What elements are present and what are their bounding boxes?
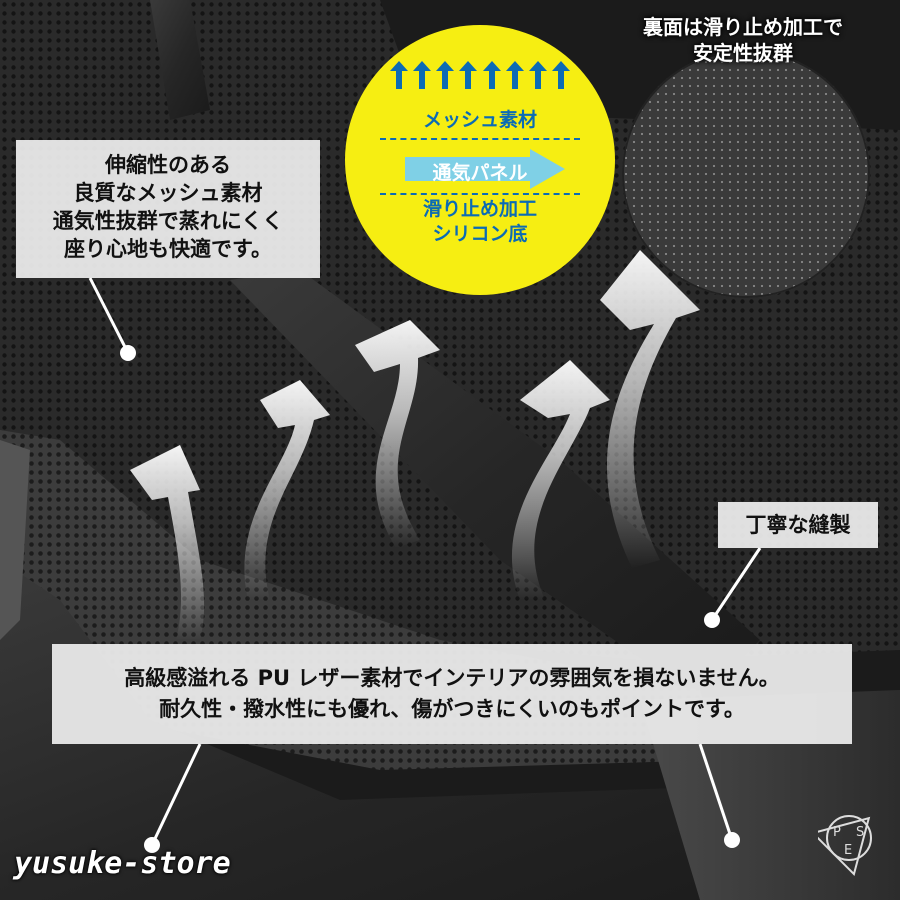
panel-arrow-icon <box>405 149 565 189</box>
badge-nonslip-line-2: シリコン底 <box>432 223 528 245</box>
pu-leather-callout: 高級感溢れる PU レザー素材でインテリアの雰囲気を損ないません。 耐久性・撥水… <box>52 644 852 744</box>
badge-divider-bottom <box>380 193 580 195</box>
pse-certification-icon: P S E <box>818 815 872 876</box>
pse-letter-s: S <box>856 825 864 840</box>
pse-letter-p: P <box>833 825 841 840</box>
up-arrow-icon <box>528 61 547 89</box>
backside-callout-line-1: 裏面は滑り止め加工で <box>643 15 843 39</box>
mesh-pointer-dot <box>120 345 136 361</box>
up-arrow-icon <box>459 61 478 89</box>
sewing-pointer-dot <box>704 612 720 628</box>
badge-mesh-label: メッシュ素材 <box>422 109 537 131</box>
mesh-callout-line-1: 伸縮性のある <box>105 153 231 177</box>
badge-panel-label: 通気パネル <box>432 162 528 184</box>
backside-closeup-circle <box>622 50 870 298</box>
up-arrow-icon <box>436 61 455 89</box>
layer-structure-badge: メッシュ素材 通気パネル 滑り止め加工 シリコン底 <box>345 25 615 295</box>
mesh-callout-line-2: 良質なメッシュ素材 <box>73 181 263 205</box>
pse-letter-e: E <box>844 843 852 858</box>
pu-pointer-dot-left <box>144 837 160 853</box>
up-arrow-icon <box>413 61 432 89</box>
badge-nonslip-line-1: 滑り止め加工 <box>422 198 537 220</box>
upward-airflow-arrows <box>390 61 570 91</box>
backside-callout: 裏面は滑り止め加工で 安定性抜群 <box>598 14 888 66</box>
pu-callout-line-1: 高級感溢れる PU レザー素材でインテリアの雰囲気を損ないません。 <box>124 666 780 690</box>
badge-nonslip-label: 滑り止め加工 シリコン底 <box>345 197 615 247</box>
sewing-callout: 丁寧な縫製 <box>718 502 878 548</box>
pu-callout-line-2: 耐久性・撥水性にも優れ、傷がつきにくいのもポイントです。 <box>159 697 745 721</box>
up-arrow-icon <box>390 61 408 89</box>
mesh-callout-line-3: 通気性抜群で蒸れにくく <box>52 209 284 233</box>
up-arrow-icon <box>505 61 524 89</box>
pu-pointer-dot-right <box>724 832 740 848</box>
mesh-callout-line-4: 座り心地も快適です。 <box>64 237 272 261</box>
mesh-material-callout: 伸縮性のある 良質なメッシュ素材 通気性抜群で蒸れにくく 座り心地も快適です。 <box>16 140 320 278</box>
store-watermark: yusuke-store <box>14 846 231 881</box>
up-arrow-icon <box>482 61 501 89</box>
up-arrow-icon <box>551 61 570 89</box>
badge-divider-top <box>380 138 580 140</box>
backside-callout-line-2: 安定性抜群 <box>693 41 793 65</box>
